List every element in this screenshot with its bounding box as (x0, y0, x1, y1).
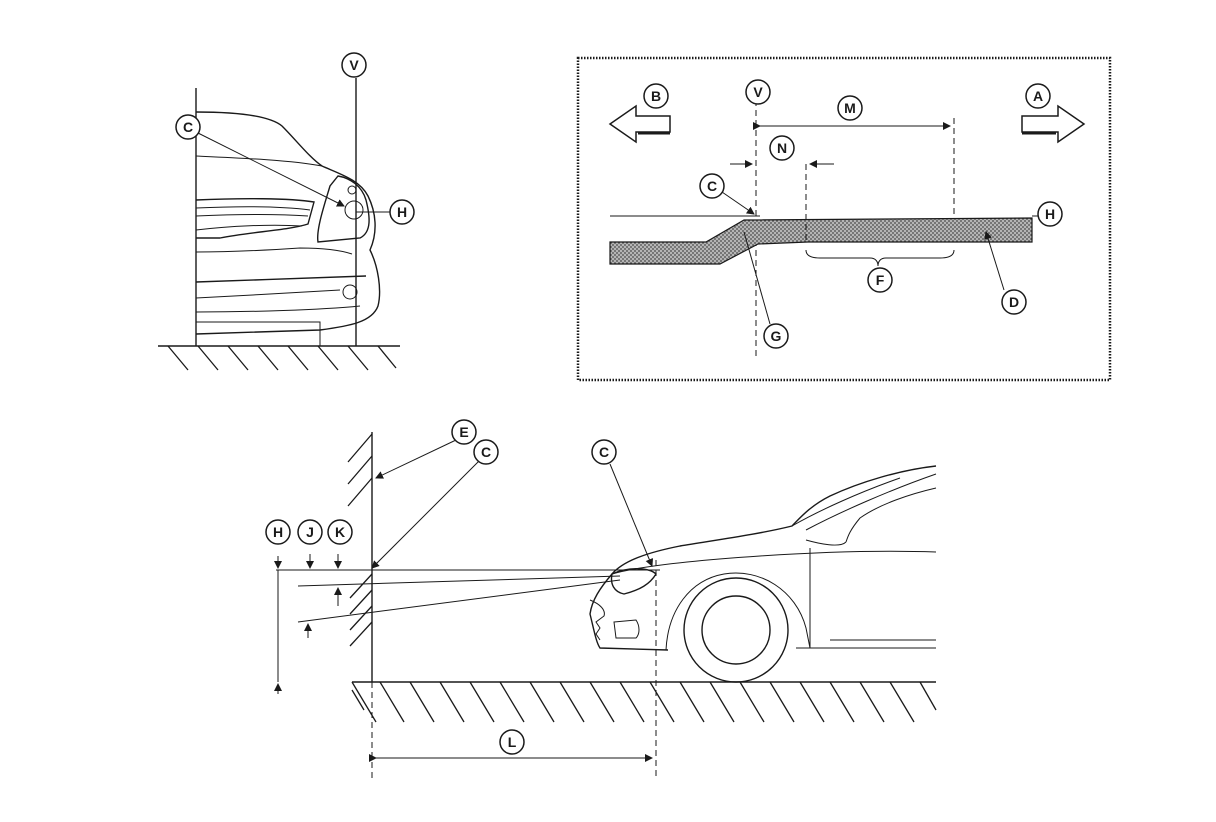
ground-hatch-side (351, 681, 937, 723)
svg-text:D: D (1009, 294, 1019, 310)
label-l: L (499, 729, 525, 755)
beam-cutoff-pattern (609, 217, 1033, 265)
label-m: M (837, 95, 863, 121)
label-g: G (763, 323, 789, 349)
label-a: A (1025, 83, 1051, 109)
front-view (158, 78, 400, 371)
label-v-front: V (341, 52, 367, 78)
svg-text:C: C (707, 178, 717, 194)
svg-text:C: C (183, 119, 193, 135)
svg-text:J: J (306, 524, 314, 540)
side-view (274, 432, 937, 778)
label-c-side-screen: C (473, 439, 499, 465)
svg-text:F: F (876, 272, 885, 288)
label-h-pattern: H (1037, 201, 1063, 227)
svg-text:K: K (335, 524, 345, 540)
label-j: J (297, 519, 323, 545)
front-wheel (683, 577, 789, 683)
label-d: D (1001, 289, 1027, 315)
svg-text:H: H (273, 524, 283, 540)
svg-text:N: N (777, 140, 787, 156)
label-e: E (451, 419, 477, 445)
svg-text:B: B (651, 88, 661, 104)
front-wheel-rim (701, 595, 771, 665)
svg-text:A: A (1033, 88, 1043, 104)
label-f: F (867, 267, 893, 293)
bracket-f (805, 249, 955, 267)
ground-hatch-front (167, 345, 397, 371)
beam-pattern-panel (576, 56, 1112, 382)
label-v-pattern: V (745, 79, 771, 105)
headlamp-center (344, 200, 364, 220)
svg-text:V: V (349, 57, 359, 73)
label-b: B (643, 83, 669, 109)
svg-text:H: H (397, 204, 407, 220)
svg-text:E: E (459, 424, 468, 440)
label-c-front: C (175, 114, 201, 140)
label-h-side: H (265, 519, 291, 545)
svg-text:C: C (599, 444, 609, 460)
headlamp-outline (316, 175, 370, 243)
arrow-right-icon (1021, 104, 1086, 144)
label-c-pattern: C (699, 173, 725, 199)
label-n: N (769, 135, 795, 161)
svg-text:C: C (481, 444, 491, 460)
arrow-left-icon (608, 104, 671, 144)
svg-text:L: L (508, 734, 517, 750)
headlamp-side (610, 568, 657, 595)
car-body-outline (589, 465, 937, 651)
svg-text:G: G (771, 328, 782, 344)
wall-hatch (347, 433, 373, 647)
svg-text:V: V (753, 84, 763, 100)
svg-text:H: H (1045, 206, 1055, 222)
svg-text:M: M (844, 100, 856, 116)
label-k: K (327, 519, 353, 545)
label-h-front: H (389, 199, 415, 225)
label-c-side-lamp: C (591, 439, 617, 465)
